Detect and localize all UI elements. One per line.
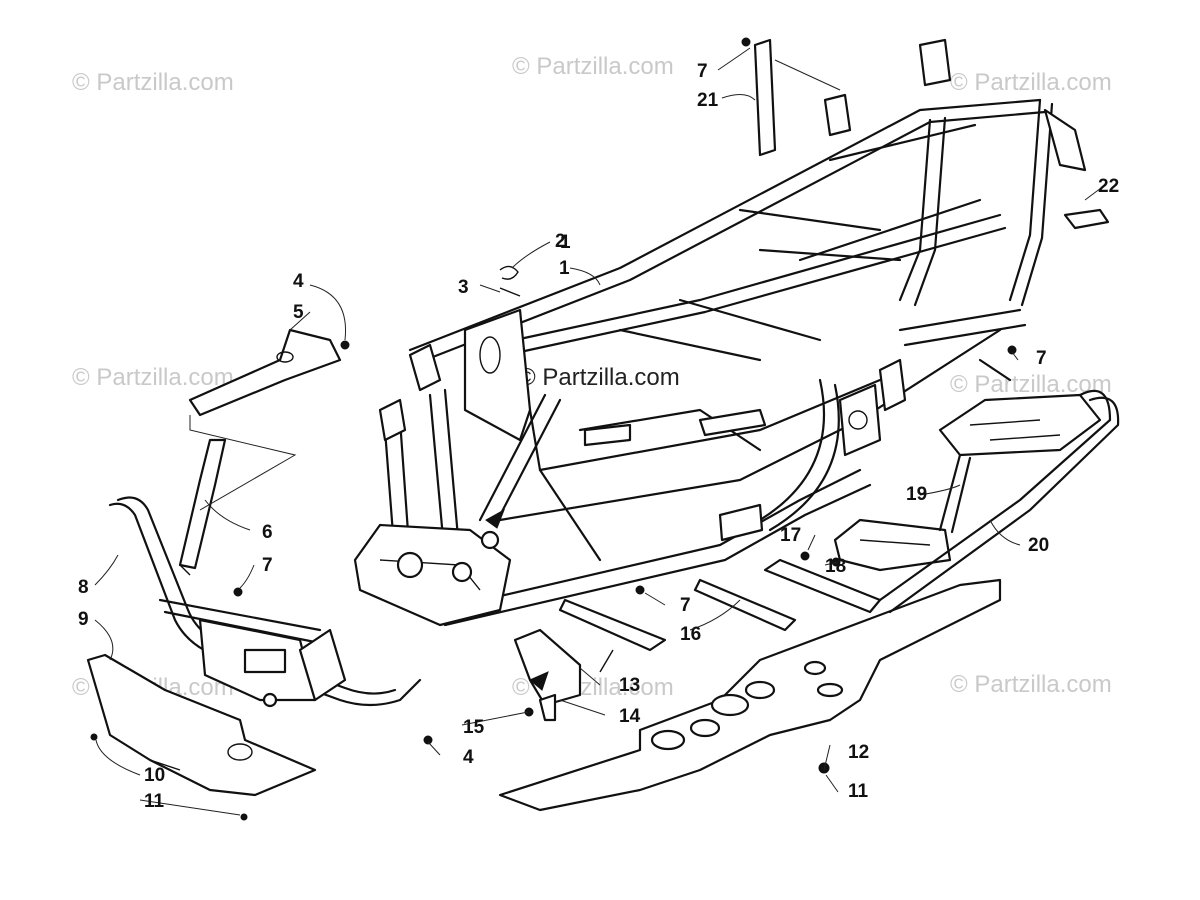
brace-part-6: [178, 438, 227, 576]
main-frame: [353, 38, 1087, 627]
direction-arrows: [485, 508, 505, 529]
callout-3: 3: [458, 277, 469, 298]
watermark-center: © Partzilla.com: [518, 364, 680, 391]
callout-10: 10: [144, 765, 165, 786]
callout-5: 5: [293, 302, 304, 323]
callout-20: 20: [1028, 535, 1049, 556]
callout-18: 18: [825, 556, 846, 577]
strips-part-16: [558, 578, 797, 652]
callout-16: 16: [680, 624, 701, 645]
watermarks: © Partzilla.com © Partzilla.com © Partzi…: [72, 53, 1112, 701]
front-skid-part-9: [86, 653, 317, 797]
watermark-top-left: © Partzilla.com: [72, 69, 234, 96]
callout-4-bottom: 4: [463, 747, 474, 768]
callout-8: 8: [78, 577, 89, 598]
bracket-part-5: [188, 328, 350, 417]
callout-1: 1: [560, 232, 571, 253]
mount-part-18: [833, 518, 952, 572]
callout-11-left: 11: [144, 791, 165, 812]
callout-7-mid: 7: [680, 595, 691, 616]
watermark-bottom-right: © Partzilla.com: [950, 671, 1112, 698]
callout-4-top: 4: [293, 271, 304, 292]
callout-21: 21: [697, 90, 719, 111]
callout-13: 13: [619, 675, 640, 696]
front-bumper-part-8: [108, 496, 422, 708]
callout-7-top: 7: [697, 61, 708, 82]
callout-7-left: 7: [262, 555, 273, 576]
callout-15: 15: [463, 717, 485, 738]
callout-11-right: 11: [848, 781, 869, 802]
callout-9: 9: [78, 609, 89, 630]
watermark-top-center: © Partzilla.com: [512, 53, 674, 80]
callout-2-label: 2: [555, 231, 566, 252]
callout-14: 14: [619, 706, 641, 727]
callout-7-right: 7: [1036, 348, 1047, 369]
callout-12: 12: [848, 742, 869, 763]
skid-plate-part-12: [498, 578, 1002, 812]
clip-part-2-3: [499, 265, 521, 297]
strap-part-21: [741, 37, 777, 157]
decal-part-22: [1063, 208, 1110, 230]
callout-17: 17: [780, 525, 801, 546]
leader-lines: [94, 47, 1106, 816]
bracket-part-14: [513, 628, 614, 722]
watermark-mid-right: © Partzilla.com: [950, 371, 1112, 398]
watermark-mid-left: © Partzilla.com: [72, 364, 234, 391]
arm-part-18: [763, 551, 882, 614]
callout-19: 19: [906, 484, 927, 505]
callout-6: 6: [262, 522, 273, 543]
watermark-top-right: © Partzilla.com: [950, 69, 1112, 96]
callout-22: 22: [1098, 176, 1119, 197]
fasteners: [90, 345, 1017, 821]
callout-labels: 1 2 1 3 4 5 6 7 8 9 10 11 4 15 13 14 7 1…: [78, 61, 1119, 812]
callout-1-label: 1: [559, 258, 570, 279]
